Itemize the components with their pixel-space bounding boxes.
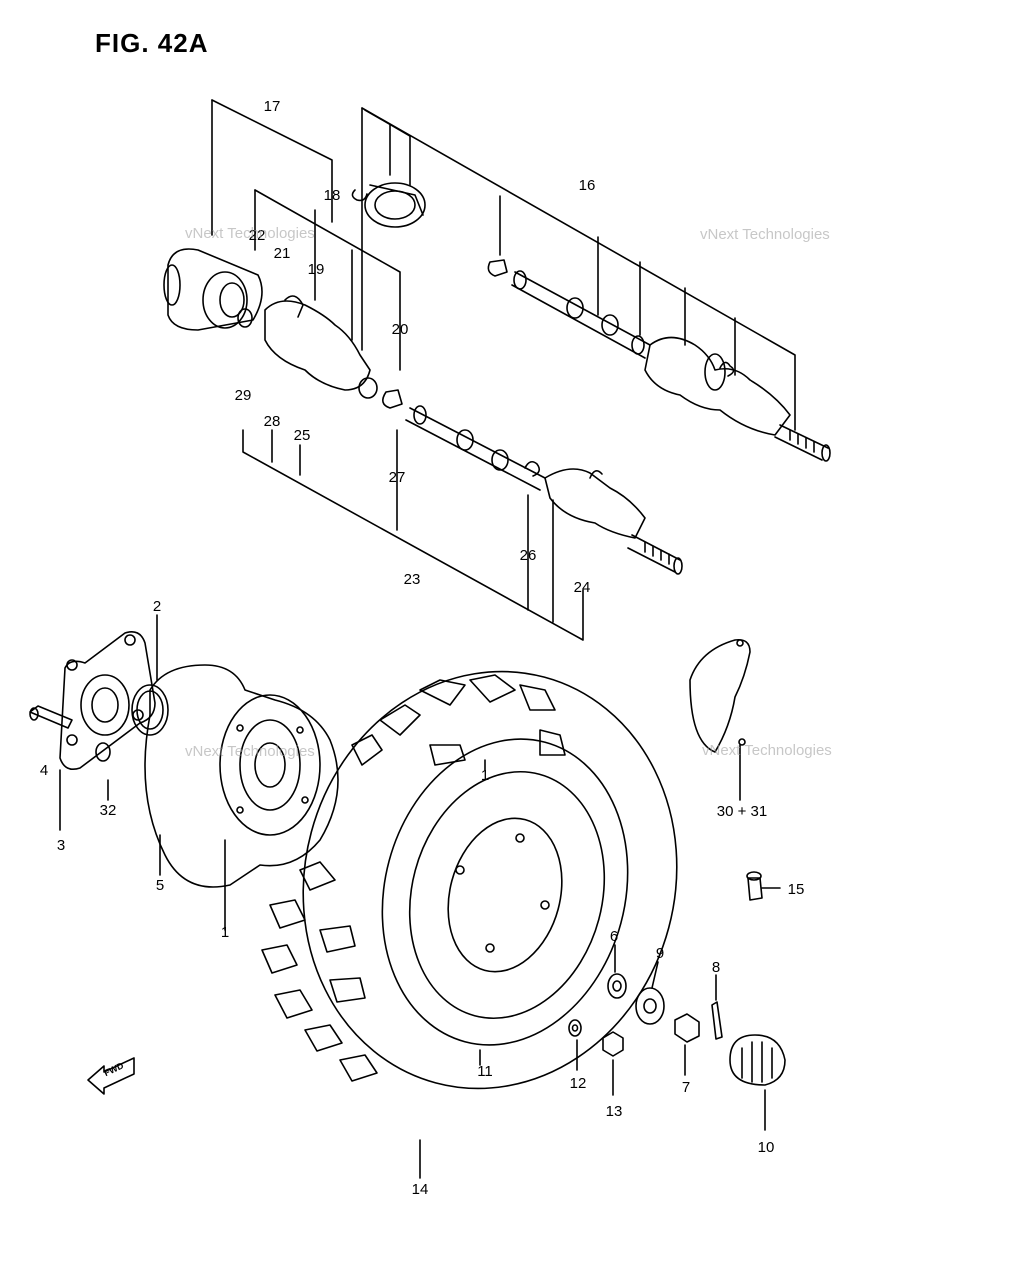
callout-17: 17 xyxy=(264,98,281,115)
callout-19: 19 xyxy=(308,261,325,278)
callout-23: 23 xyxy=(404,571,421,588)
callout-4: 4 xyxy=(40,762,48,779)
callout-26: 26 xyxy=(520,547,537,564)
callout-20: 20 xyxy=(392,321,409,338)
hardware xyxy=(568,973,786,1086)
watermark: vNext Technologies xyxy=(185,743,315,760)
assembly-17-bracket xyxy=(211,99,584,641)
callout-28: 28 xyxy=(264,413,281,430)
valve xyxy=(746,871,763,901)
callout-3: 3 xyxy=(57,837,65,854)
assembly-16-bracket xyxy=(361,107,796,431)
watermark: vNext Technologies xyxy=(702,742,832,759)
watermark: vNext Technologies xyxy=(700,226,830,243)
callout-7: 7 xyxy=(682,1079,690,1096)
callout-12: 12 xyxy=(570,1075,587,1092)
callout-22: 22 xyxy=(249,227,266,244)
leader-lines xyxy=(59,614,781,1179)
callout-18: 18 xyxy=(324,187,341,204)
callout-5: 5 xyxy=(156,877,164,894)
callout-15: 15 xyxy=(788,881,805,898)
forward-arrow xyxy=(87,1057,135,1095)
mud-guard xyxy=(689,638,751,753)
callout-21: 21 xyxy=(274,245,291,262)
callout-27: 27 xyxy=(389,469,406,486)
callout-32: 32 xyxy=(100,802,117,819)
callout-24: 24 xyxy=(574,579,591,596)
callout-2: 2 xyxy=(153,598,161,615)
callout-13: 13 xyxy=(606,1103,623,1120)
figure-title: FIG. 42A xyxy=(95,28,209,58)
callout-8: 8 xyxy=(712,959,720,976)
hub-assembly xyxy=(29,630,339,888)
callout-25: 25 xyxy=(294,427,311,444)
callout-16: 16 xyxy=(579,177,596,194)
watermark: vNext Technologies xyxy=(185,225,315,242)
callout-30-31: 30 + 31 xyxy=(717,803,767,820)
lower-drive-shaft xyxy=(163,248,683,575)
callout-11: 11 xyxy=(477,1063,493,1080)
callout-1-rim: 1 xyxy=(221,924,229,941)
callout-10: 10 xyxy=(758,1139,775,1156)
callout-9: 9 xyxy=(656,945,664,962)
callout-1-tire: 1 xyxy=(481,767,489,784)
callout-14: 14 xyxy=(412,1181,429,1198)
watermark-text: vNext Technologies xyxy=(185,225,315,242)
watermark-text: vNext Technologies xyxy=(700,226,830,243)
callout-29: 29 xyxy=(235,387,252,404)
callout-6: 6 xyxy=(610,928,618,945)
upper-drive-shaft xyxy=(351,182,831,462)
watermark-text: vNext Technologies xyxy=(702,742,832,759)
tire-and-wheel xyxy=(261,670,678,1090)
watermark-text: vNext Technologies xyxy=(185,743,315,760)
